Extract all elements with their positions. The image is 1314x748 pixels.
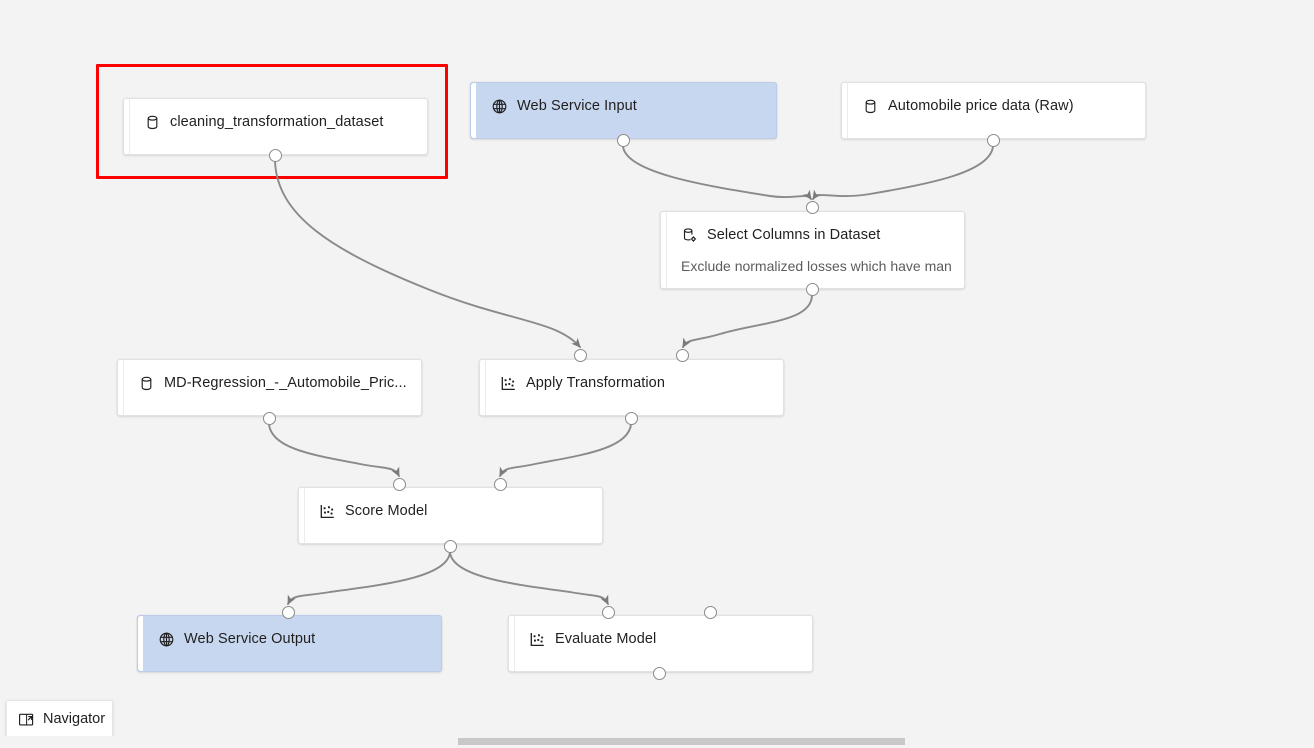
port-input-web_service_output[interactable]: [281, 605, 295, 619]
node-title: cleaning_transformation_dataset: [170, 114, 384, 130]
node-left-accent: [299, 488, 305, 543]
node-header: Automobile price data (Raw): [862, 97, 1135, 115]
node-header: Select Columns in Dataset: [681, 226, 954, 244]
node-title: Web Service Input: [517, 98, 637, 114]
expand-icon: [19, 713, 34, 725]
port-output-select_columns_in_dataset[interactable]: [805, 282, 819, 296]
navigator-button[interactable]: Navigator: [6, 700, 113, 738]
node-title: MD-Regression_-_Automobile_Pric...: [164, 375, 407, 391]
node-web_service_output[interactable]: Web Service Output: [137, 615, 442, 672]
port-output-evaluate_model[interactable]: [652, 666, 666, 680]
node-left-accent: [124, 99, 130, 154]
edge-cleaning_transformation_dataset-to-apply_transformation[interactable]: [274, 160, 581, 348]
edge-web_service_input-to-select_columns_in_dataset[interactable]: [622, 145, 812, 200]
globe-icon: [492, 99, 507, 113]
database-icon: [141, 376, 152, 390]
node-header: cleaning_transformation_dataset: [144, 113, 417, 131]
port-output-apply_transformation[interactable]: [624, 411, 638, 425]
node-comment: Exclude normalized losses which have man…: [681, 258, 952, 274]
port-input-evaluate_model[interactable]: [601, 605, 615, 619]
node-title: Web Service Output: [184, 631, 316, 647]
node-automobile_price_data_raw[interactable]: Automobile price data (Raw): [841, 82, 1146, 139]
node-title: Apply Transformation: [526, 375, 666, 391]
scatter-plot-icon: [501, 376, 515, 390]
port-input-apply_transformation[interactable]: [675, 348, 689, 362]
edge-md_regression_automobile_price-to-score_model[interactable]: [268, 423, 400, 477]
edge-select_columns_in_dataset-to-apply_transformation[interactable]: [682, 294, 813, 348]
node-cleaning_transformation_dataset[interactable]: cleaning_transformation_dataset: [123, 98, 428, 155]
globe-icon: [159, 632, 174, 646]
node-title: Score Model: [345, 503, 428, 519]
node-left-accent: [480, 360, 486, 415]
node-left-accent: [661, 212, 667, 288]
node-left-accent: [471, 83, 477, 138]
node-left-accent: [842, 83, 848, 138]
node-web_service_input[interactable]: Web Service Input: [470, 82, 777, 139]
node-left-accent: [138, 616, 144, 671]
port-input-score_model[interactable]: [493, 477, 507, 491]
edge-apply_transformation-to-score_model[interactable]: [499, 423, 632, 477]
database-icon: [147, 115, 158, 129]
horizontal-scrollbar-thumb[interactable]: [458, 738, 905, 745]
edge-score_model-to-evaluate_model[interactable]: [449, 551, 609, 605]
scatter-plot-icon: [530, 632, 544, 646]
port-output-cleaning_transformation_dataset[interactable]: [268, 148, 282, 162]
scatter-plot-icon: [320, 504, 334, 518]
port-input-score_model[interactable]: [392, 477, 406, 491]
node-header: MD-Regression_-_Automobile_Pric...: [138, 374, 411, 392]
horizontal-scrollbar-track[interactable]: [0, 736, 1314, 748]
node-header: Web Service Output: [158, 630, 431, 648]
database-gear-icon: [683, 227, 697, 242]
node-header: Score Model: [319, 502, 592, 520]
node-left-accent: [509, 616, 515, 671]
node-md_regression_automobile_price[interactable]: MD-Regression_-_Automobile_Pric...: [117, 359, 422, 416]
selection-highlight-rect: [96, 64, 448, 179]
edge-automobile_price_data_raw-to-select_columns_in_dataset[interactable]: [812, 145, 994, 200]
port-output-md_regression_automobile_price[interactable]: [262, 411, 276, 425]
node-header: Evaluate Model: [529, 630, 802, 648]
edge-score_model-to-web_service_output[interactable]: [287, 551, 451, 605]
node-apply_transformation[interactable]: Apply Transformation: [479, 359, 784, 416]
node-title: Automobile price data (Raw): [888, 98, 1074, 114]
node-title: Evaluate Model: [555, 631, 657, 647]
port-input-apply_transformation[interactable]: [573, 348, 587, 362]
node-evaluate_model[interactable]: Evaluate Model: [508, 615, 813, 672]
port-input-select_columns_in_dataset[interactable]: [805, 200, 819, 214]
node-header: Web Service Input: [491, 97, 766, 115]
database-icon: [865, 99, 876, 113]
port-output-score_model[interactable]: [443, 539, 457, 553]
node-header: Apply Transformation: [500, 374, 773, 392]
port-output-automobile_price_data_raw[interactable]: [986, 133, 1000, 147]
navigator-label: Navigator: [43, 711, 106, 727]
node-title: Select Columns in Dataset: [707, 227, 881, 243]
node-left-accent: [118, 360, 124, 415]
port-output-web_service_input[interactable]: [616, 133, 630, 147]
port-input-evaluate_model[interactable]: [703, 605, 717, 619]
node-score_model[interactable]: Score Model: [298, 487, 603, 544]
